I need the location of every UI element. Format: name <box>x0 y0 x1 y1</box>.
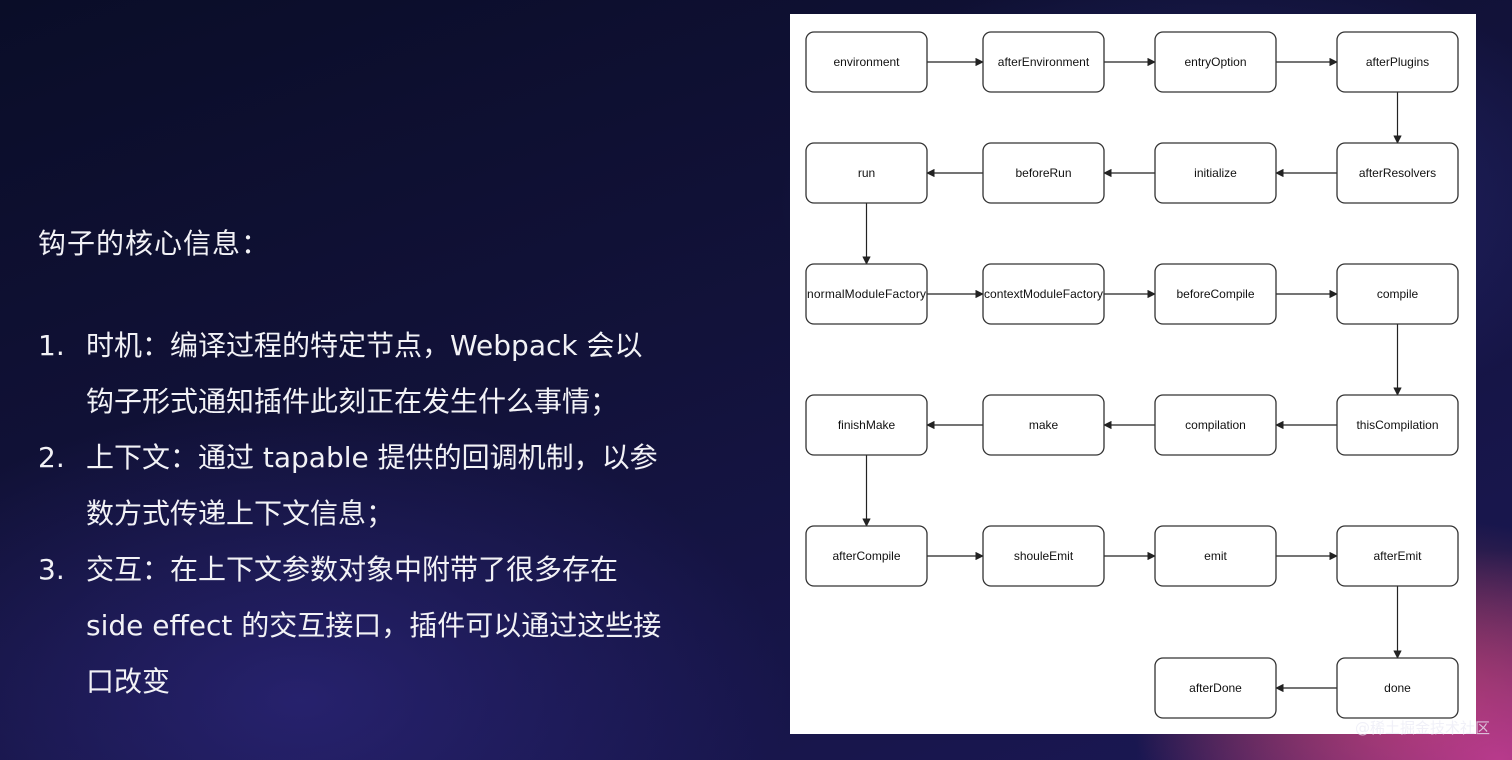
watermark: @稀土掘金技术社区 <box>1354 719 1490 737</box>
list-line: 时机：编译过程的特定节点，Webpack 会以 <box>86 329 643 362</box>
hook-node-shoule-emit: shouleEmit <box>982 525 1105 587</box>
list-item: 2. 上下文：通过 tapable 提供的回调机制，以参 数方式传递上下文信息； <box>38 430 718 542</box>
hook-node-after-resolvers: afterResolvers <box>1336 142 1459 204</box>
node-box <box>1336 657 1459 719</box>
hook-node-after-emit: afterEmit <box>1336 525 1459 587</box>
node-box <box>1154 525 1277 587</box>
hook-node-context-module-factory: contextModuleFactory <box>982 263 1105 325</box>
hook-node-make: make <box>982 394 1105 456</box>
node-box <box>805 263 928 325</box>
hook-node-normal-module-factory: normalModuleFactory <box>805 263 928 325</box>
list-line: 上下文：通过 tapable 提供的回调机制，以参 <box>86 441 658 474</box>
node-label: environment <box>833 55 900 69</box>
hook-node-after-compile: afterCompile <box>805 525 928 587</box>
hook-node-initialize: initialize <box>1154 142 1277 204</box>
node-box <box>1336 263 1459 325</box>
list-line: 口改变 <box>86 665 171 698</box>
hook-node-environment: environment <box>805 31 928 93</box>
node-label: initialize <box>1194 166 1237 180</box>
hook-flow-diagram: environment afterEnvironment entryOption af… <box>790 14 1476 734</box>
node-label: afterEnvironment <box>998 55 1090 69</box>
node-box <box>982 263 1105 325</box>
list-number: 1. <box>38 329 65 362</box>
node-box <box>1336 525 1459 587</box>
node-box <box>982 142 1105 204</box>
hook-node-this-compilation: thisCompilation <box>1336 394 1459 456</box>
node-box <box>1336 31 1459 93</box>
node-box <box>805 31 928 93</box>
list-number: 2. <box>38 441 65 474</box>
node-box <box>1154 142 1277 204</box>
node-label: beforeRun <box>1015 166 1071 180</box>
node-label: beforeCompile <box>1176 287 1254 301</box>
node-box <box>805 142 928 204</box>
hook-node-run: run <box>805 142 928 204</box>
hook-node-compilation: compilation <box>1154 394 1277 456</box>
list-line: 数方式传递上下文信息； <box>86 497 395 530</box>
list-number: 3. <box>38 553 65 586</box>
node-box <box>805 394 928 456</box>
hook-node-after-done: afterDone <box>1154 657 1277 719</box>
node-label: afterResolvers <box>1359 166 1436 180</box>
node-box <box>1154 394 1277 456</box>
list-item: 1. 时机：编译过程的特定节点，Webpack 会以 钩子形式通知插件此刻正在发… <box>38 318 718 430</box>
node-box <box>982 525 1105 587</box>
node-label: afterCompile <box>832 549 900 563</box>
node-label: afterEmit <box>1373 549 1422 563</box>
hook-node-finish-make: finishMake <box>805 394 928 456</box>
hook-node-after-plugins: afterPlugins <box>1336 31 1459 93</box>
node-label: thisCompilation <box>1356 418 1438 432</box>
node-label: entryOption <box>1184 55 1246 69</box>
node-label: normalModuleFactory <box>807 287 926 301</box>
node-label: make <box>1029 418 1059 432</box>
node-box <box>1154 31 1277 93</box>
node-label: emit <box>1204 549 1227 563</box>
node-label: afterPlugins <box>1366 55 1429 69</box>
hook-node-emit: emit <box>1154 525 1277 587</box>
hook-node-before-compile: beforeCompile <box>1154 263 1277 325</box>
node-label: afterDone <box>1189 681 1242 695</box>
list-line: side effect 的交互接口，插件可以通过这些接 <box>86 609 662 642</box>
node-box <box>1154 263 1277 325</box>
list-line: 钩子形式通知插件此刻正在发生什么事情； <box>86 385 619 418</box>
hook-node-entry-option: entryOption <box>1154 31 1277 93</box>
node-box <box>805 525 928 587</box>
node-box <box>1336 394 1459 456</box>
node-label: finishMake <box>838 418 896 432</box>
info-list: 1. 时机：编译过程的特定节点，Webpack 会以 钩子形式通知插件此刻正在发… <box>38 318 718 710</box>
node-label: compile <box>1377 287 1419 301</box>
hook-node-compile: compile <box>1336 263 1459 325</box>
node-box <box>982 31 1105 93</box>
node-label: run <box>858 166 875 180</box>
hook-node-done: done <box>1336 657 1459 719</box>
hook-node-after-environment: afterEnvironment <box>982 31 1105 93</box>
node-label: shouleEmit <box>1014 549 1074 563</box>
node-label: done <box>1384 681 1411 695</box>
flow-svg: environment afterEnvironment entryOption af… <box>805 31 1459 719</box>
slide-heading: 钩子的核心信息： <box>38 227 271 260</box>
list-line: 交互：在上下文参数对象中附带了很多存在 <box>86 553 619 586</box>
node-label: contextModuleFactory <box>984 287 1103 301</box>
node-label: compilation <box>1185 418 1246 432</box>
node-box <box>1336 142 1459 204</box>
list-item: 3. 交互：在上下文参数对象中附带了很多存在 side effect 的交互接口… <box>38 542 718 710</box>
node-box <box>982 394 1105 456</box>
node-box <box>1154 657 1277 719</box>
hook-node-before-run: beforeRun <box>982 142 1105 204</box>
